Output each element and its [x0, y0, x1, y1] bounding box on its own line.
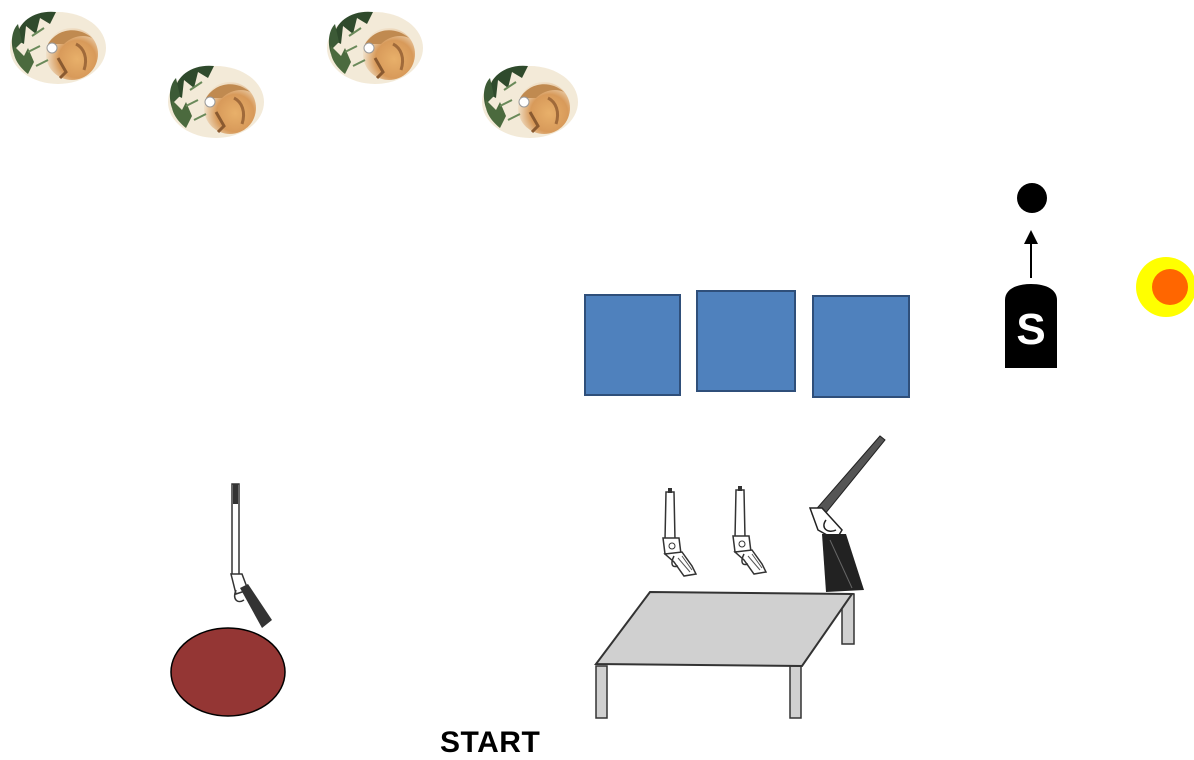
- revolver-icon-1: [662, 487, 697, 577]
- popper-inner: [1152, 269, 1188, 305]
- shotgun-icon: [808, 435, 886, 592]
- steel-dot: [1017, 183, 1047, 213]
- steel-plate-s: [1005, 284, 1057, 368]
- start-label: START: [440, 726, 541, 759]
- headdress-target-2: [166, 64, 266, 140]
- rifle-icon: [230, 483, 272, 628]
- box-target-2: [696, 290, 796, 392]
- barrel: [170, 627, 286, 717]
- headdress-target-3: [325, 10, 425, 86]
- box-target-1: [584, 294, 681, 396]
- headdress-target-4: [480, 64, 580, 140]
- steel-plate-letter: S: [1016, 305, 1045, 354]
- box-target-3: [812, 295, 910, 398]
- revolver-icon-2: [732, 485, 767, 575]
- headdress-target-1: [8, 10, 108, 86]
- arrow-head-icon: [1024, 230, 1038, 244]
- table: [594, 590, 855, 719]
